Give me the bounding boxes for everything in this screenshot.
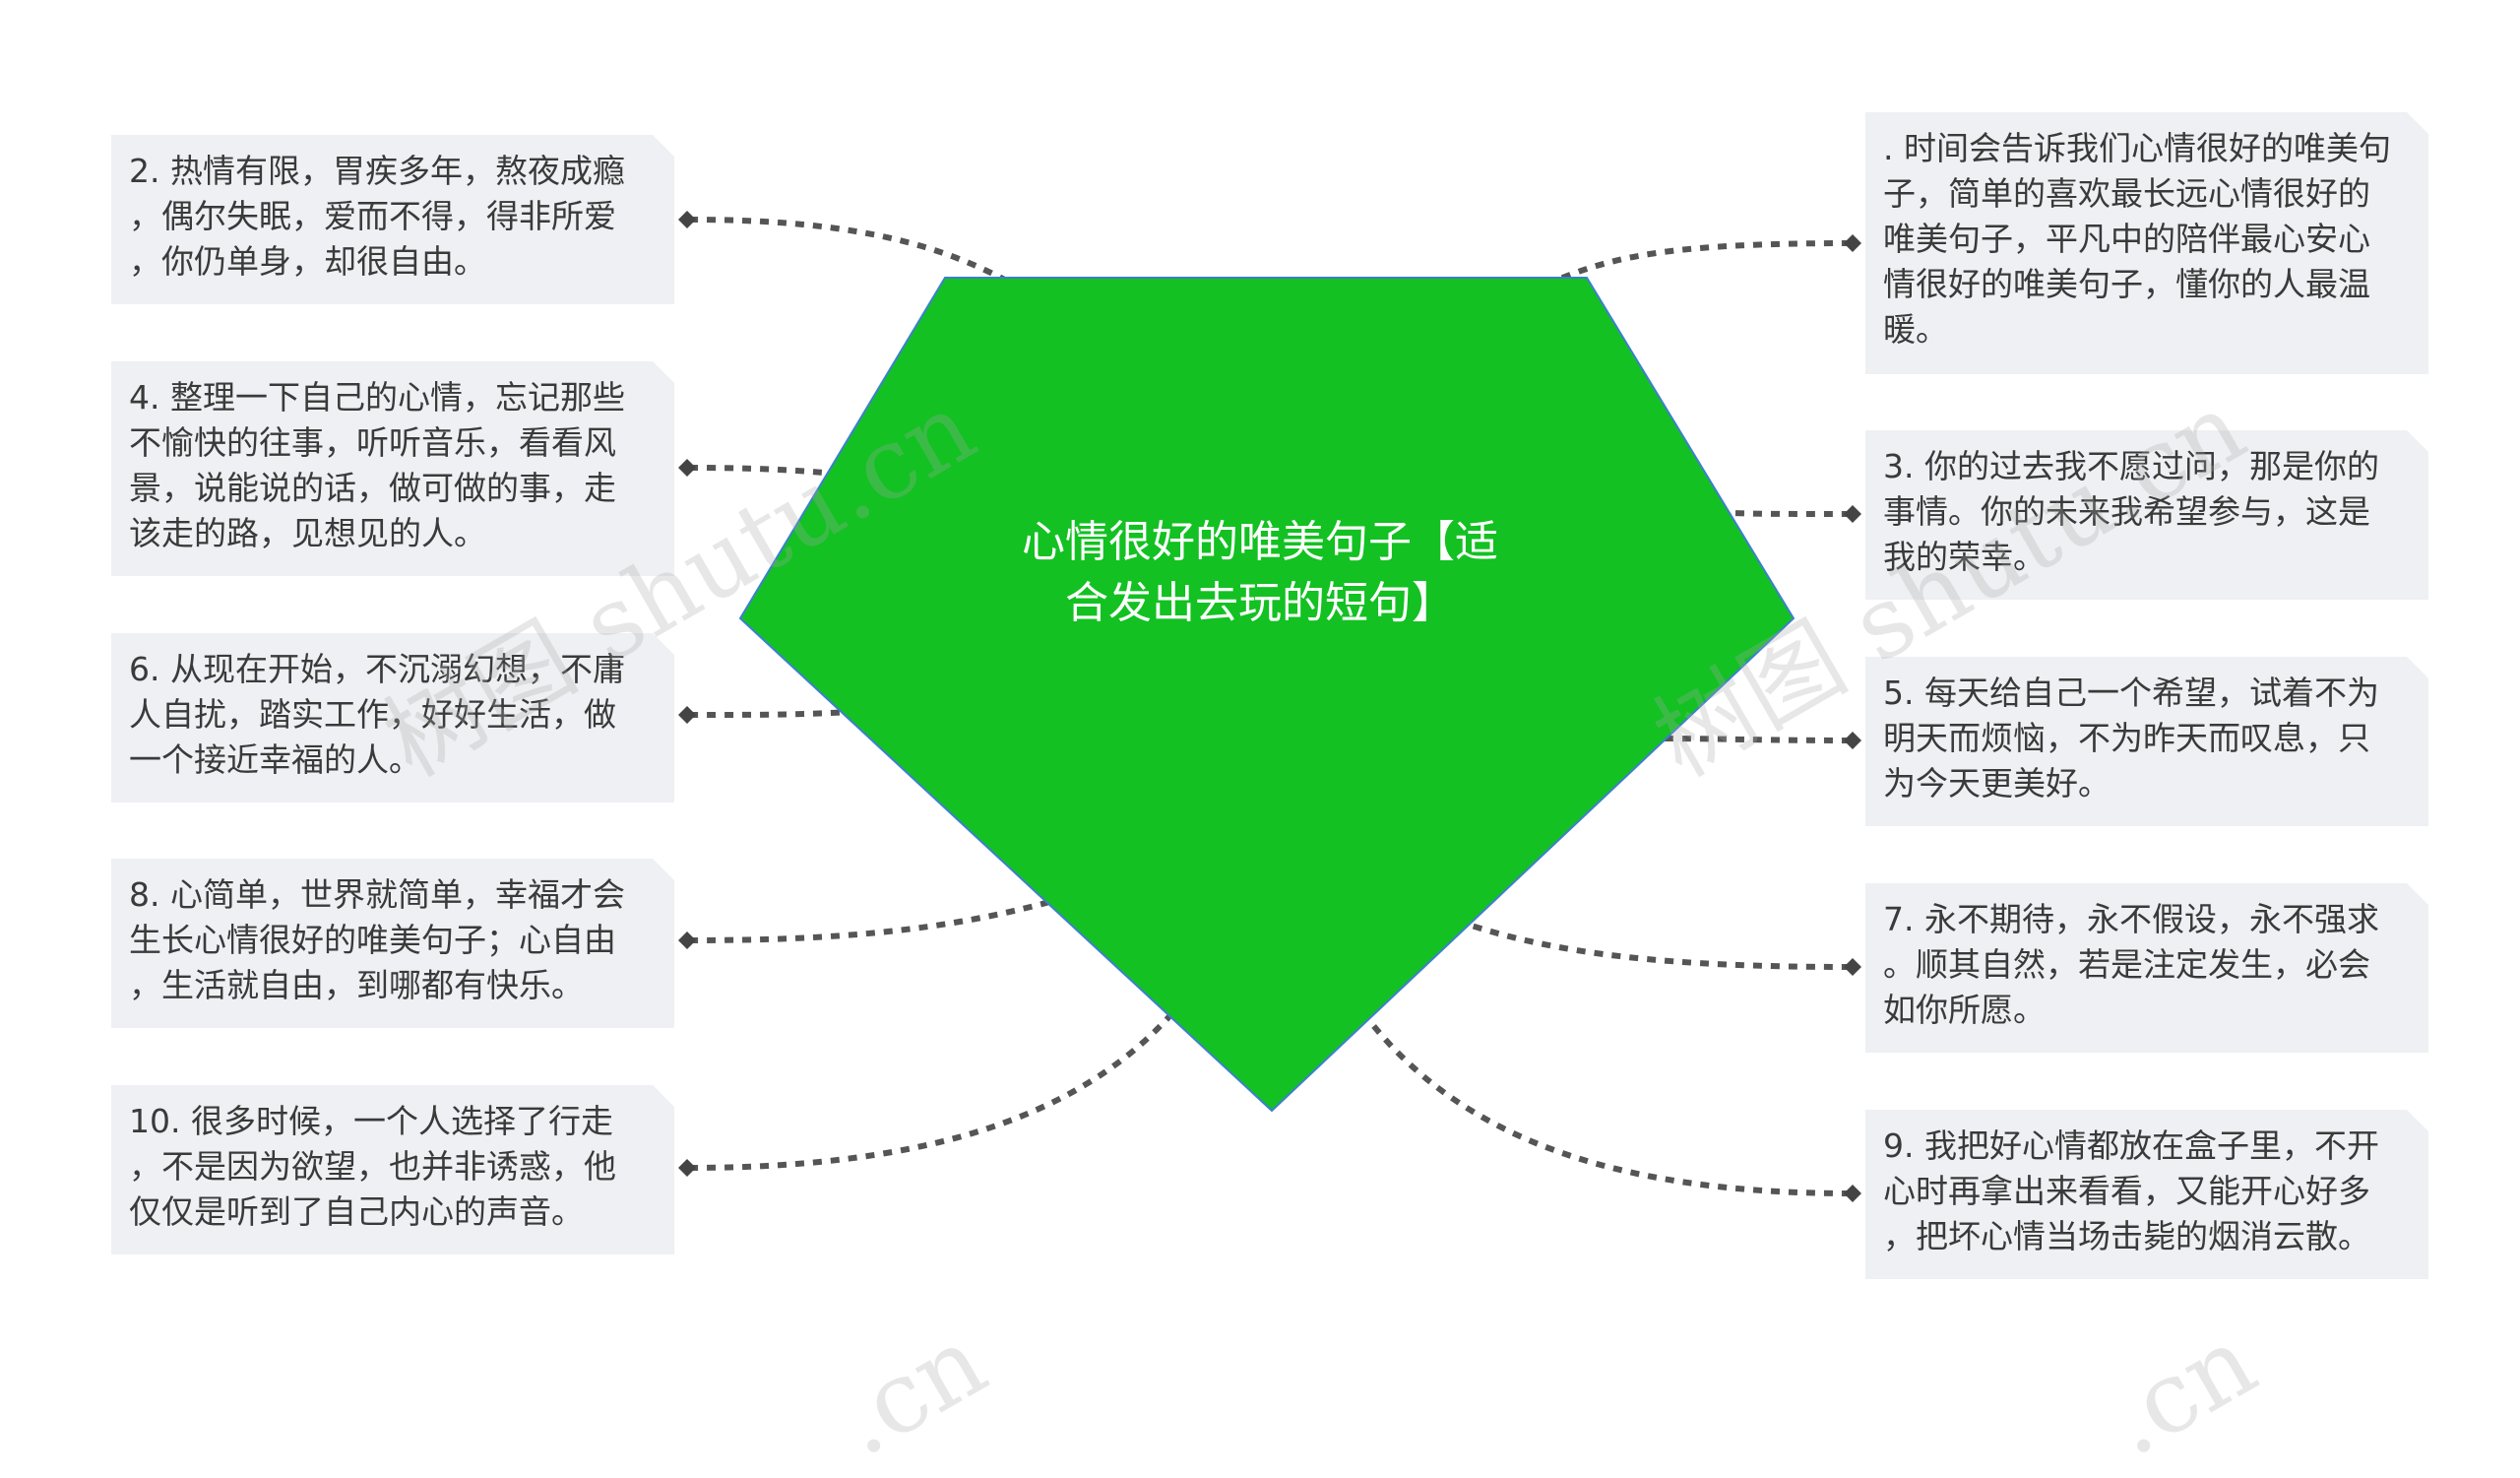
center-diamond-shape xyxy=(738,277,1796,1113)
connector-left-4 xyxy=(688,898,1054,943)
topic-node-left-1[interactable]: 2. 热情有限，胃疾多年，熬夜成瘾 ，偶尔失眠，爱而不得，得非所爱 ，你仍单身，… xyxy=(111,135,674,304)
connector-left-3 xyxy=(688,708,867,718)
topic-node-left-4[interactable]: 8. 心简单，世界就简单，幸福才会 生长心情很好的唯美句子；心自由 ，生活就自由… xyxy=(111,859,674,1028)
center-topic[interactable]: 心情很好的唯美句子【适 合发出去玩的短句】 xyxy=(1022,517,1498,628)
topic-node-left-5[interactable]: 10. 很多时候，一个人选择了行走 ，不是因为欲望，也并非诱惑，他 仅仅是听到了… xyxy=(111,1085,674,1254)
topic-node-left-3[interactable]: 6. 从现在开始，不沉溺幻想，不庸 人自扰，踏实工作，好好生活，做 一个接近幸福… xyxy=(111,633,674,803)
diamond-marker-right-4 xyxy=(1844,958,1861,976)
diamond-marker-left-3 xyxy=(678,706,696,724)
topic-node-right-1[interactable]: . 时间会告诉我们心情很好的唯美句 子，简单的喜欢最长远心情很好的 唯美句子，平… xyxy=(1865,112,2428,374)
connector-right-1 xyxy=(1553,240,1852,284)
topic-node-right-2[interactable]: 3. 你的过去我不愿过问，那是你的 事情。你的未来我希望参与，这是 我的荣幸。 xyxy=(1865,430,2428,600)
diamond-marker-left-1 xyxy=(678,211,696,228)
diamond-marker-left-5 xyxy=(678,1159,696,1177)
topic-node-right-5[interactable]: 9. 我把好心情都放在盒子里，不开 心时再拿出来看看，又能开心好多 ，把坏心情当… xyxy=(1865,1110,2428,1279)
diamond-marker-left-2 xyxy=(678,459,696,477)
diamond-marker-left-4 xyxy=(678,932,696,949)
topic-node-left-2[interactable]: 4. 整理一下自己的心情，忘记那些 不愉快的往事，听听音乐，看看风 景，说能说的… xyxy=(111,361,674,576)
connector-right-5 xyxy=(1365,1017,1852,1196)
topic-node-right-3[interactable]: 5. 每天给自己一个希望，试着不为 明天而烦恼，不为昨天而叹息，只 为今天更美好… xyxy=(1865,657,2428,826)
connector-left-2 xyxy=(688,465,887,481)
connector-right-4 xyxy=(1456,918,1852,970)
diamond-marker-right-1 xyxy=(1844,234,1861,252)
connector-right-2 xyxy=(1712,509,1852,517)
diamond-marker-right-2 xyxy=(1844,505,1861,523)
connector-left-5 xyxy=(688,1011,1174,1171)
connector-layer xyxy=(678,211,1861,1202)
topic-node-right-4[interactable]: 7. 永不期待，永不假设，永不强求 。顺其自然，若是注定发生，必会 如你所愿。 xyxy=(1865,883,2428,1053)
diamond-marker-right-3 xyxy=(1844,732,1861,749)
diamond-marker-right-5 xyxy=(1844,1185,1861,1202)
